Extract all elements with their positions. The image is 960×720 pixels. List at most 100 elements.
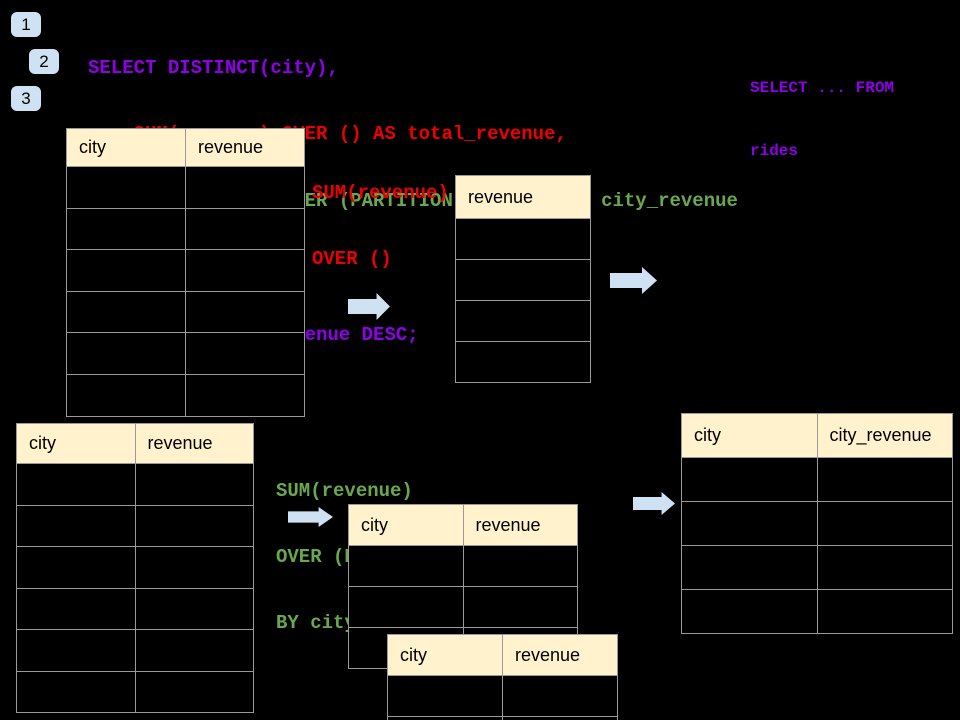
table-cell-empty [186,291,305,334]
table-row [67,333,305,375]
column-header-revenue: revenue [135,424,254,464]
source-table-bottom: city revenue [16,423,254,713]
table-cell-empty [388,717,503,720]
column-header-revenue: revenue [456,176,591,219]
label-total-revenue-window: SUM(revenue) OVER () [312,138,449,314]
table-cell-empty [135,588,254,630]
table-cell-empty [456,301,591,342]
table-cell-empty [817,590,953,634]
table-row [456,219,591,260]
sql-line-select: SELECT DISTINCT(city), [88,56,339,79]
column-header-city-revenue: city_revenue [817,414,953,458]
table-row [456,342,591,383]
label-line: SUM(revenue) [276,480,413,502]
table-cell-empty [186,208,305,251]
table-cell-empty [817,546,953,590]
table-cell-empty [456,342,591,383]
table-row [17,505,254,547]
table-cell-empty [186,374,305,417]
result-table: city city_revenue [681,413,953,634]
table-cell-empty [67,374,186,417]
table-cell-empty [682,546,818,590]
table-cell-empty [682,458,818,502]
table-cell-empty [682,502,818,546]
table-header-row: city revenue [17,424,254,464]
column-header-city: city [388,635,503,676]
table-cell-empty [503,717,618,720]
table-row [67,250,305,292]
table-cell-empty [17,588,136,630]
table-cell-empty [349,546,464,587]
source-table-top: city revenue [66,128,305,417]
column-header-city: city [17,424,136,464]
table-row [682,546,953,590]
table-cell-empty [186,333,305,375]
table-row [682,458,953,502]
table-cell-empty [186,167,305,209]
table-cell-empty [682,590,818,634]
table-cell-empty [17,505,136,547]
table-cell-empty [67,333,186,375]
table-body [456,219,591,383]
arrow-right-icon [288,507,333,527]
table-cell-empty [503,676,618,717]
arrow-right-icon [633,492,675,515]
label-line: OVER () [312,248,392,270]
table-cell-empty [349,587,464,628]
column-header-revenue: revenue [503,635,618,676]
table-row [67,374,305,417]
table-cell-empty [135,547,254,589]
table-row [17,588,254,630]
table-body [17,464,254,713]
table-cell-empty [135,630,254,672]
column-header-city: city [349,505,464,546]
table-body [682,458,953,634]
table-cell-empty [67,167,186,209]
table-body [388,676,618,720]
table-row [17,547,254,589]
table-header-row: revenue [456,176,591,219]
table-row [67,208,305,251]
table-header-row: city city_revenue [682,414,953,458]
table-row [17,671,254,713]
table-row [17,630,254,672]
table-cell-empty [67,291,186,334]
table-cell-empty [17,671,136,713]
table-cell-empty [463,546,578,587]
step-badge-2: 2 [29,49,59,74]
table-row [388,717,618,720]
table-row [388,676,618,717]
table-row [349,587,578,628]
partition-table-front: city revenue [387,634,618,720]
table-row [682,502,953,546]
table-cell-empty [388,676,503,717]
table-row [456,260,591,301]
table-row [456,301,591,342]
table-row [67,167,305,209]
step-badge-3: 3 [11,86,41,111]
table-cell-empty [456,260,591,301]
table-cell-empty [463,587,578,628]
side-note-select-from-rides: SELECT ... FROM rides [750,36,894,204]
table-header-row: city revenue [349,505,578,546]
side-note-line: rides [750,142,799,160]
label-line: SUM(revenue) [312,182,449,204]
table-row [682,590,953,634]
table-cell-empty [17,630,136,672]
table-row [17,464,254,506]
table-header-row: city revenue [67,129,305,167]
table-cell-empty [135,671,254,713]
table-cell-empty [135,464,254,506]
table-cell-empty [17,547,136,589]
table-cell-empty [456,219,591,260]
table-cell-empty [67,250,186,292]
side-note-line: SELECT ... FROM [750,79,895,97]
column-header-city: city [67,129,186,167]
column-header-revenue: revenue [463,505,578,546]
arrow-right-icon [348,293,390,320]
column-header-city: city [682,414,818,458]
table-row [349,546,578,587]
arrow-right-icon [610,267,657,294]
table-header-row: city revenue [388,635,618,676]
table-body [67,167,305,417]
